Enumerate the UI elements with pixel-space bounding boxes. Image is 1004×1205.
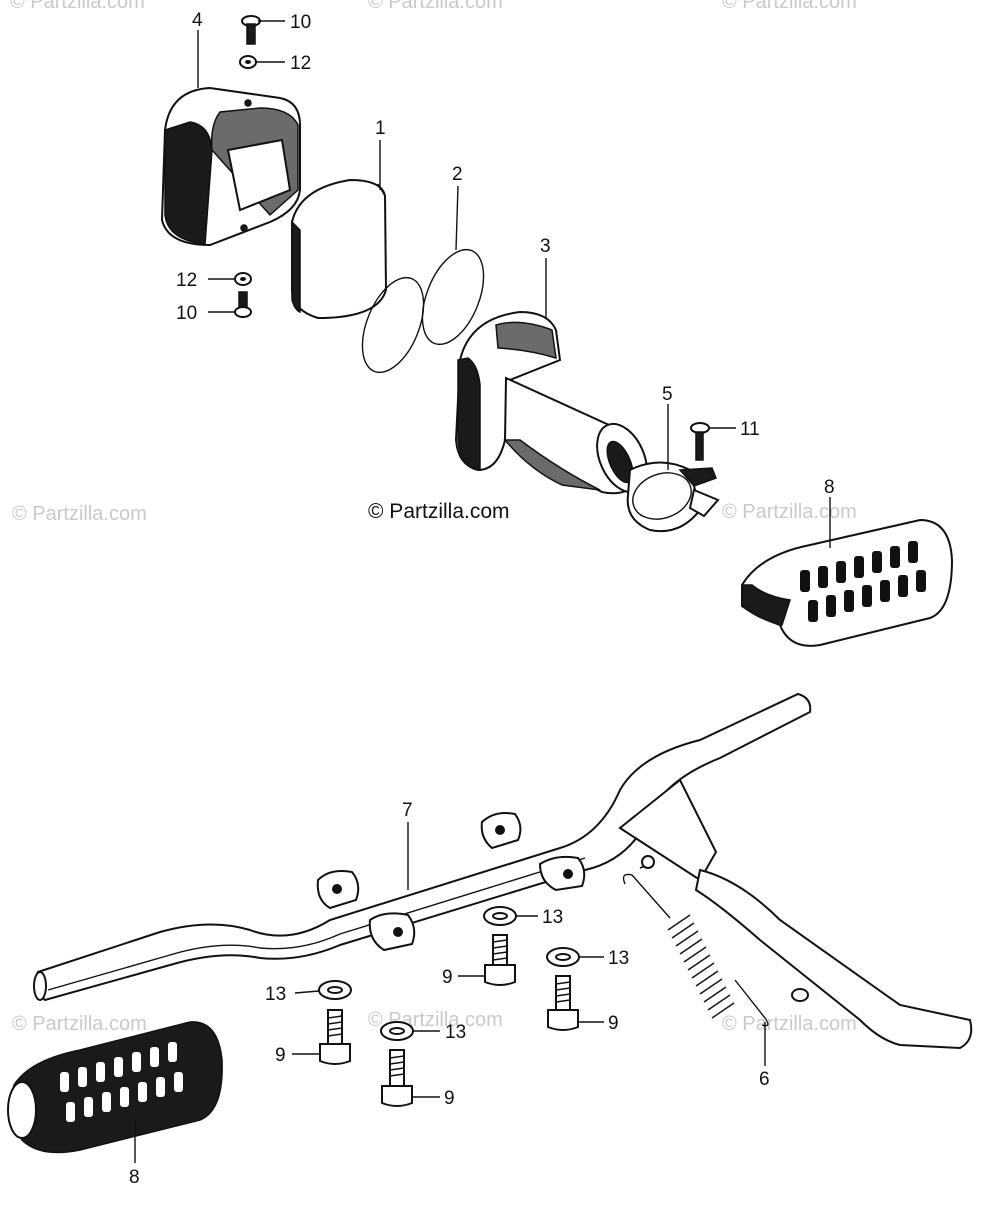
callout-7: 7 bbox=[402, 800, 413, 821]
callout-1: 1 bbox=[375, 118, 386, 139]
callout-8-lower: 8 bbox=[129, 1167, 140, 1188]
copyright-notice: © Partzilla.com bbox=[368, 500, 510, 523]
footpeg-rubber-part-8-upper bbox=[741, 518, 954, 647]
callout-5: 5 bbox=[662, 384, 673, 405]
washer-part-12-top bbox=[239, 55, 257, 69]
callout-6: 6 bbox=[759, 1069, 770, 1090]
lens-part-1 bbox=[291, 178, 388, 320]
screw-part-11 bbox=[690, 422, 710, 461]
callouts: 4 10 12 1 2 3 12 10 5 11 8 7 13 13 13 13… bbox=[129, 10, 835, 1188]
watermark: © Partzilla.com bbox=[12, 1013, 147, 1035]
bolt-part-9-a bbox=[484, 934, 516, 986]
bolt-part-9-d bbox=[381, 1049, 413, 1107]
watermark: © Partzilla.com bbox=[722, 501, 857, 523]
housing-cap-part-4 bbox=[160, 86, 301, 247]
screw-part-10-top bbox=[241, 15, 261, 45]
bolt-part-9-b bbox=[547, 975, 579, 1031]
callout-13-a: 13 bbox=[542, 907, 563, 928]
footpeg-rubber-part-8-lower bbox=[7, 1021, 223, 1154]
callout-13-c: 13 bbox=[265, 984, 286, 1005]
washer-part-13-a bbox=[483, 906, 517, 926]
watermark: © Partzilla.com bbox=[722, 0, 857, 13]
screw-part-10-bottom bbox=[234, 291, 252, 318]
spring-part-6 bbox=[622, 873, 769, 1027]
callout-11: 11 bbox=[740, 419, 760, 440]
washer-part-13-c bbox=[318, 980, 352, 1000]
callout-9-b: 9 bbox=[608, 1013, 619, 1034]
washer-part-13-b bbox=[546, 947, 580, 967]
callout-13-d: 13 bbox=[445, 1022, 466, 1043]
leader-lines bbox=[134, 20, 831, 1163]
washer-part-13-d bbox=[380, 1021, 414, 1041]
gasket-part-2 bbox=[361, 248, 485, 374]
callout-8-upper: 8 bbox=[824, 477, 835, 498]
watermark: © Partzilla.com bbox=[10, 0, 145, 13]
watermark: © Partzilla.com bbox=[368, 0, 503, 13]
light-body-part-3 bbox=[454, 310, 648, 495]
bolt-part-9-c bbox=[319, 1009, 351, 1065]
callout-9-c: 9 bbox=[275, 1045, 286, 1066]
callout-10-bottom: 10 bbox=[176, 303, 197, 324]
callout-2: 2 bbox=[452, 164, 463, 185]
callout-3: 3 bbox=[540, 236, 551, 257]
callout-12-bottom: 12 bbox=[176, 270, 197, 291]
washer-part-12-bottom bbox=[234, 272, 252, 286]
callout-4: 4 bbox=[192, 10, 203, 31]
callout-13-b: 13 bbox=[608, 948, 629, 969]
watermark: © Partzilla.com bbox=[722, 1013, 857, 1035]
band-clamp-part-5 bbox=[626, 461, 720, 532]
callout-12-top: 12 bbox=[290, 53, 311, 74]
callout-10-top: 10 bbox=[290, 12, 311, 33]
watermark: © Partzilla.com bbox=[12, 503, 147, 525]
footpeg-bar-part-7 bbox=[33, 692, 973, 1050]
callout-9-a: 9 bbox=[442, 967, 453, 988]
callout-9-d: 9 bbox=[444, 1088, 455, 1109]
